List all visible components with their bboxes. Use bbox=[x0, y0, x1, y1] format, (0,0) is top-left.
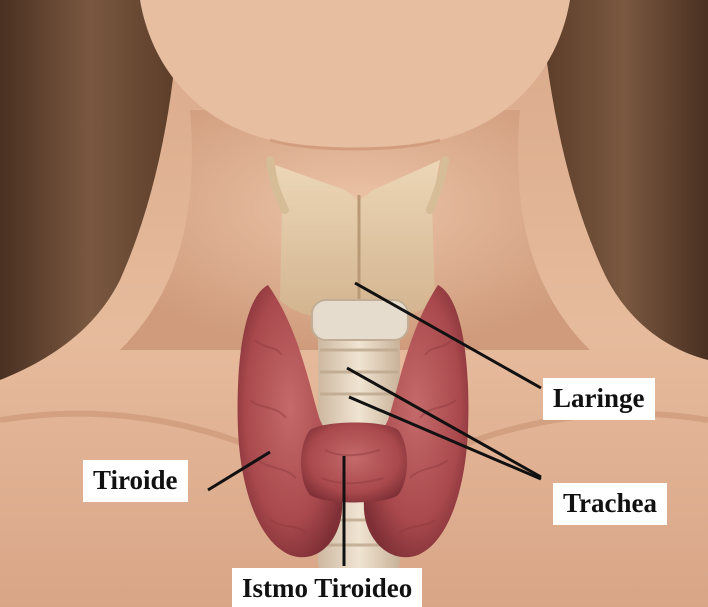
label-laringe: Laringe bbox=[543, 378, 655, 420]
thyroid-isthmus bbox=[301, 423, 407, 503]
label-tiroide: Tiroide bbox=[83, 460, 188, 502]
label-trachea: Trachea bbox=[553, 483, 667, 525]
label-istmo-tiroideo: Istmo Tiroideo bbox=[232, 568, 422, 607]
